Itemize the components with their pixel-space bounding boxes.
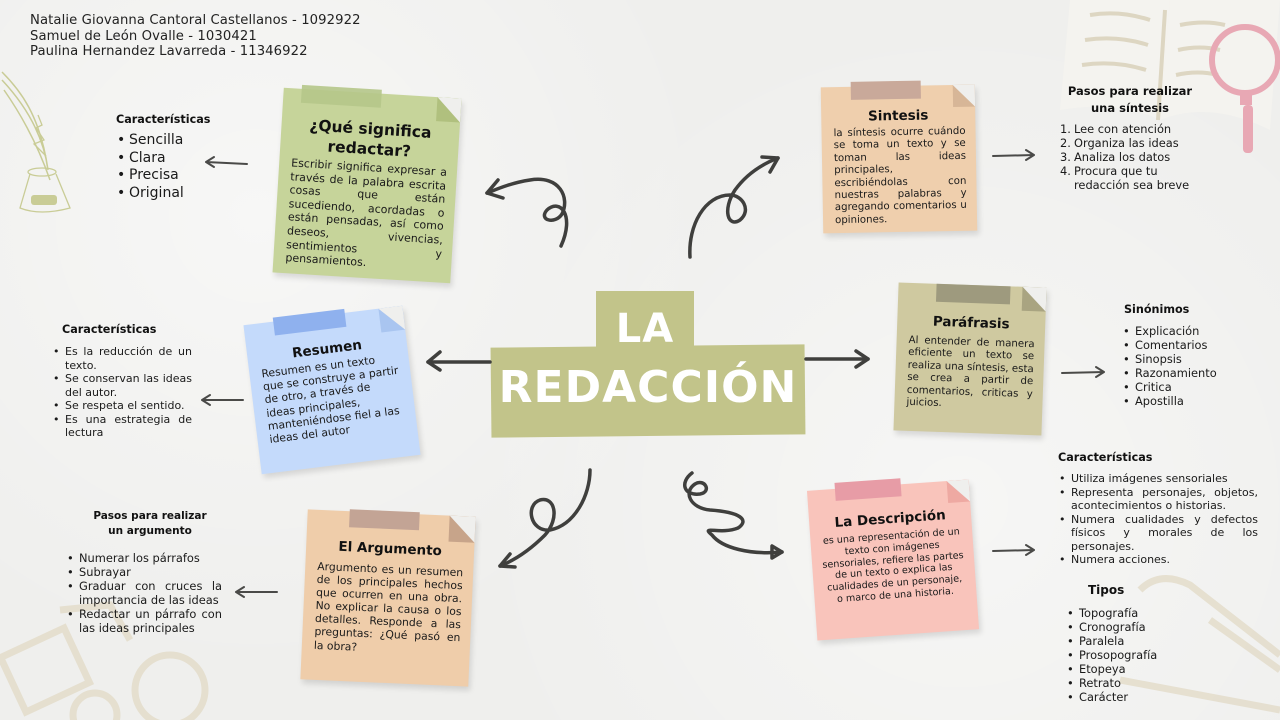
curly-arrow-up-left-icon [485, 177, 569, 248]
list-item: Explicación [1122, 324, 1242, 338]
list-item: Topografía [1066, 606, 1176, 620]
list-item: Carácter [1066, 690, 1176, 704]
list-item: Sencilla [116, 132, 226, 150]
sinonimos: Sinónimos Explicación Comentarios Sinops… [1122, 303, 1242, 408]
item-list: Sencilla Clara Precisa Original [116, 132, 226, 202]
list-item: Redactar un párrafo con las ideas princi… [66, 607, 222, 635]
author-2: Samuel de León Ovalle - 1030421 [30, 28, 257, 44]
curly-arrow-down-right-icon [683, 471, 784, 555]
list-item: Apostilla [1122, 394, 1242, 408]
list-item: Numera acciones. [1058, 553, 1258, 567]
section-title: Características [62, 323, 157, 336]
item-list: Explicación Comentarios Sinopsis Razonam… [1122, 324, 1242, 408]
caracteristicas-resumen: Características Es la reducción de un te… [52, 323, 192, 440]
section-title: Tipos [1088, 583, 1125, 597]
item-list: Utiliza imágenes sensoriales Representa … [1058, 472, 1258, 567]
list-item: Prosopografía [1066, 648, 1176, 662]
center-title-line2: REDACCIÓN [498, 362, 798, 413]
center-title-line1: LA [615, 306, 675, 352]
list-item: 1.Lee con atención [1060, 122, 1172, 136]
section-title: Pasos para realizar una síntesis [1067, 84, 1193, 115]
item-list: Numerar los párrafos Subrayar Graduar co… [66, 551, 222, 635]
list-item: Representa personajes, objetos, aconteci… [1058, 486, 1258, 513]
curly-arrow-down-left-icon [498, 468, 592, 568]
list-item: Se conservan las ideas del autor. [52, 372, 192, 399]
list-item: Critica [1122, 380, 1242, 394]
section-title: Características [1058, 451, 1153, 464]
author-1: Natalie Giovanna Cantoral Castellanos - … [30, 13, 361, 28]
quill-ink-icon [1, 71, 71, 213]
arrow-left-icon [201, 394, 244, 406]
list-item: Razonamiento [1122, 366, 1242, 380]
list-item: Utiliza imágenes sensoriales [1058, 472, 1258, 486]
author-3: Paulina Hernandez Lavarreda - 11346922 [30, 44, 308, 59]
list-item: Etopeya [1066, 662, 1176, 676]
numbered-list: 1.Lee con atención 2.Organiza las ideas … [1060, 122, 1200, 192]
section-title: Sinónimos [1124, 303, 1190, 316]
arrow-right-icon [1061, 366, 1105, 378]
section-title: Pasos para realizar un argumento [93, 510, 207, 537]
center-title-top-box [596, 291, 694, 353]
list-item: Original [116, 185, 226, 203]
item-list: Topografía Cronografía Paralela Prosopog… [1066, 606, 1176, 704]
tipos: Tipos Topografía Cronografía Paralela Pr… [1066, 583, 1176, 704]
arrow-right-icon [992, 544, 1035, 556]
pasos-sintesis: Pasos para realizar una síntesis 1.Lee c… [1060, 83, 1200, 192]
list-item: 2.Organiza las ideas [1060, 136, 1179, 150]
curly-arrow-up-right-icon [688, 156, 780, 259]
list-item: Subrayar [66, 565, 222, 579]
list-item: Precisa [116, 167, 226, 185]
arrow-left-icon [235, 586, 278, 598]
caracteristicas-descripcion: Características Utiliza imágenes sensori… [1058, 451, 1258, 567]
section-title: Características [116, 113, 211, 126]
pasos-argumento: Pasos para realizar un argumento Numerar… [66, 509, 222, 635]
list-item: Graduar con cruces la importancia de las… [66, 579, 222, 607]
book-magnifier-icon [1060, 0, 1280, 153]
arrow-right-icon [992, 149, 1035, 161]
list-item: Comentarios [1122, 338, 1242, 352]
list-item: Es la reducción de un texto. [52, 345, 192, 372]
list-item: Se respeta el sentido. [52, 399, 192, 413]
list-item: Retrato [1066, 676, 1176, 690]
authors-list: Natalie Giovanna Cantoral Castellanos - … [30, 13, 361, 60]
list-item: 4.Procura que tu redacción sea breve [1060, 164, 1190, 192]
list-item: Paralela [1066, 634, 1176, 648]
item-list: Es la reducción de un texto. Se conserva… [52, 345, 192, 440]
list-item: Numerar los párrafos [66, 551, 222, 565]
list-item: 3.Analiza los datos [1060, 150, 1171, 164]
list-item: Numera cualidades y defectos físicos y m… [1058, 513, 1258, 554]
list-item: Cronografía [1066, 620, 1176, 634]
caracteristicas-redactar: Características Sencilla Clara Precisa O… [116, 113, 226, 202]
arrow-left-icon [205, 156, 248, 168]
list-item: Sinopsis [1122, 352, 1242, 366]
list-item: Es una estrategia de lectura [52, 413, 192, 440]
list-item: Clara [116, 150, 226, 168]
